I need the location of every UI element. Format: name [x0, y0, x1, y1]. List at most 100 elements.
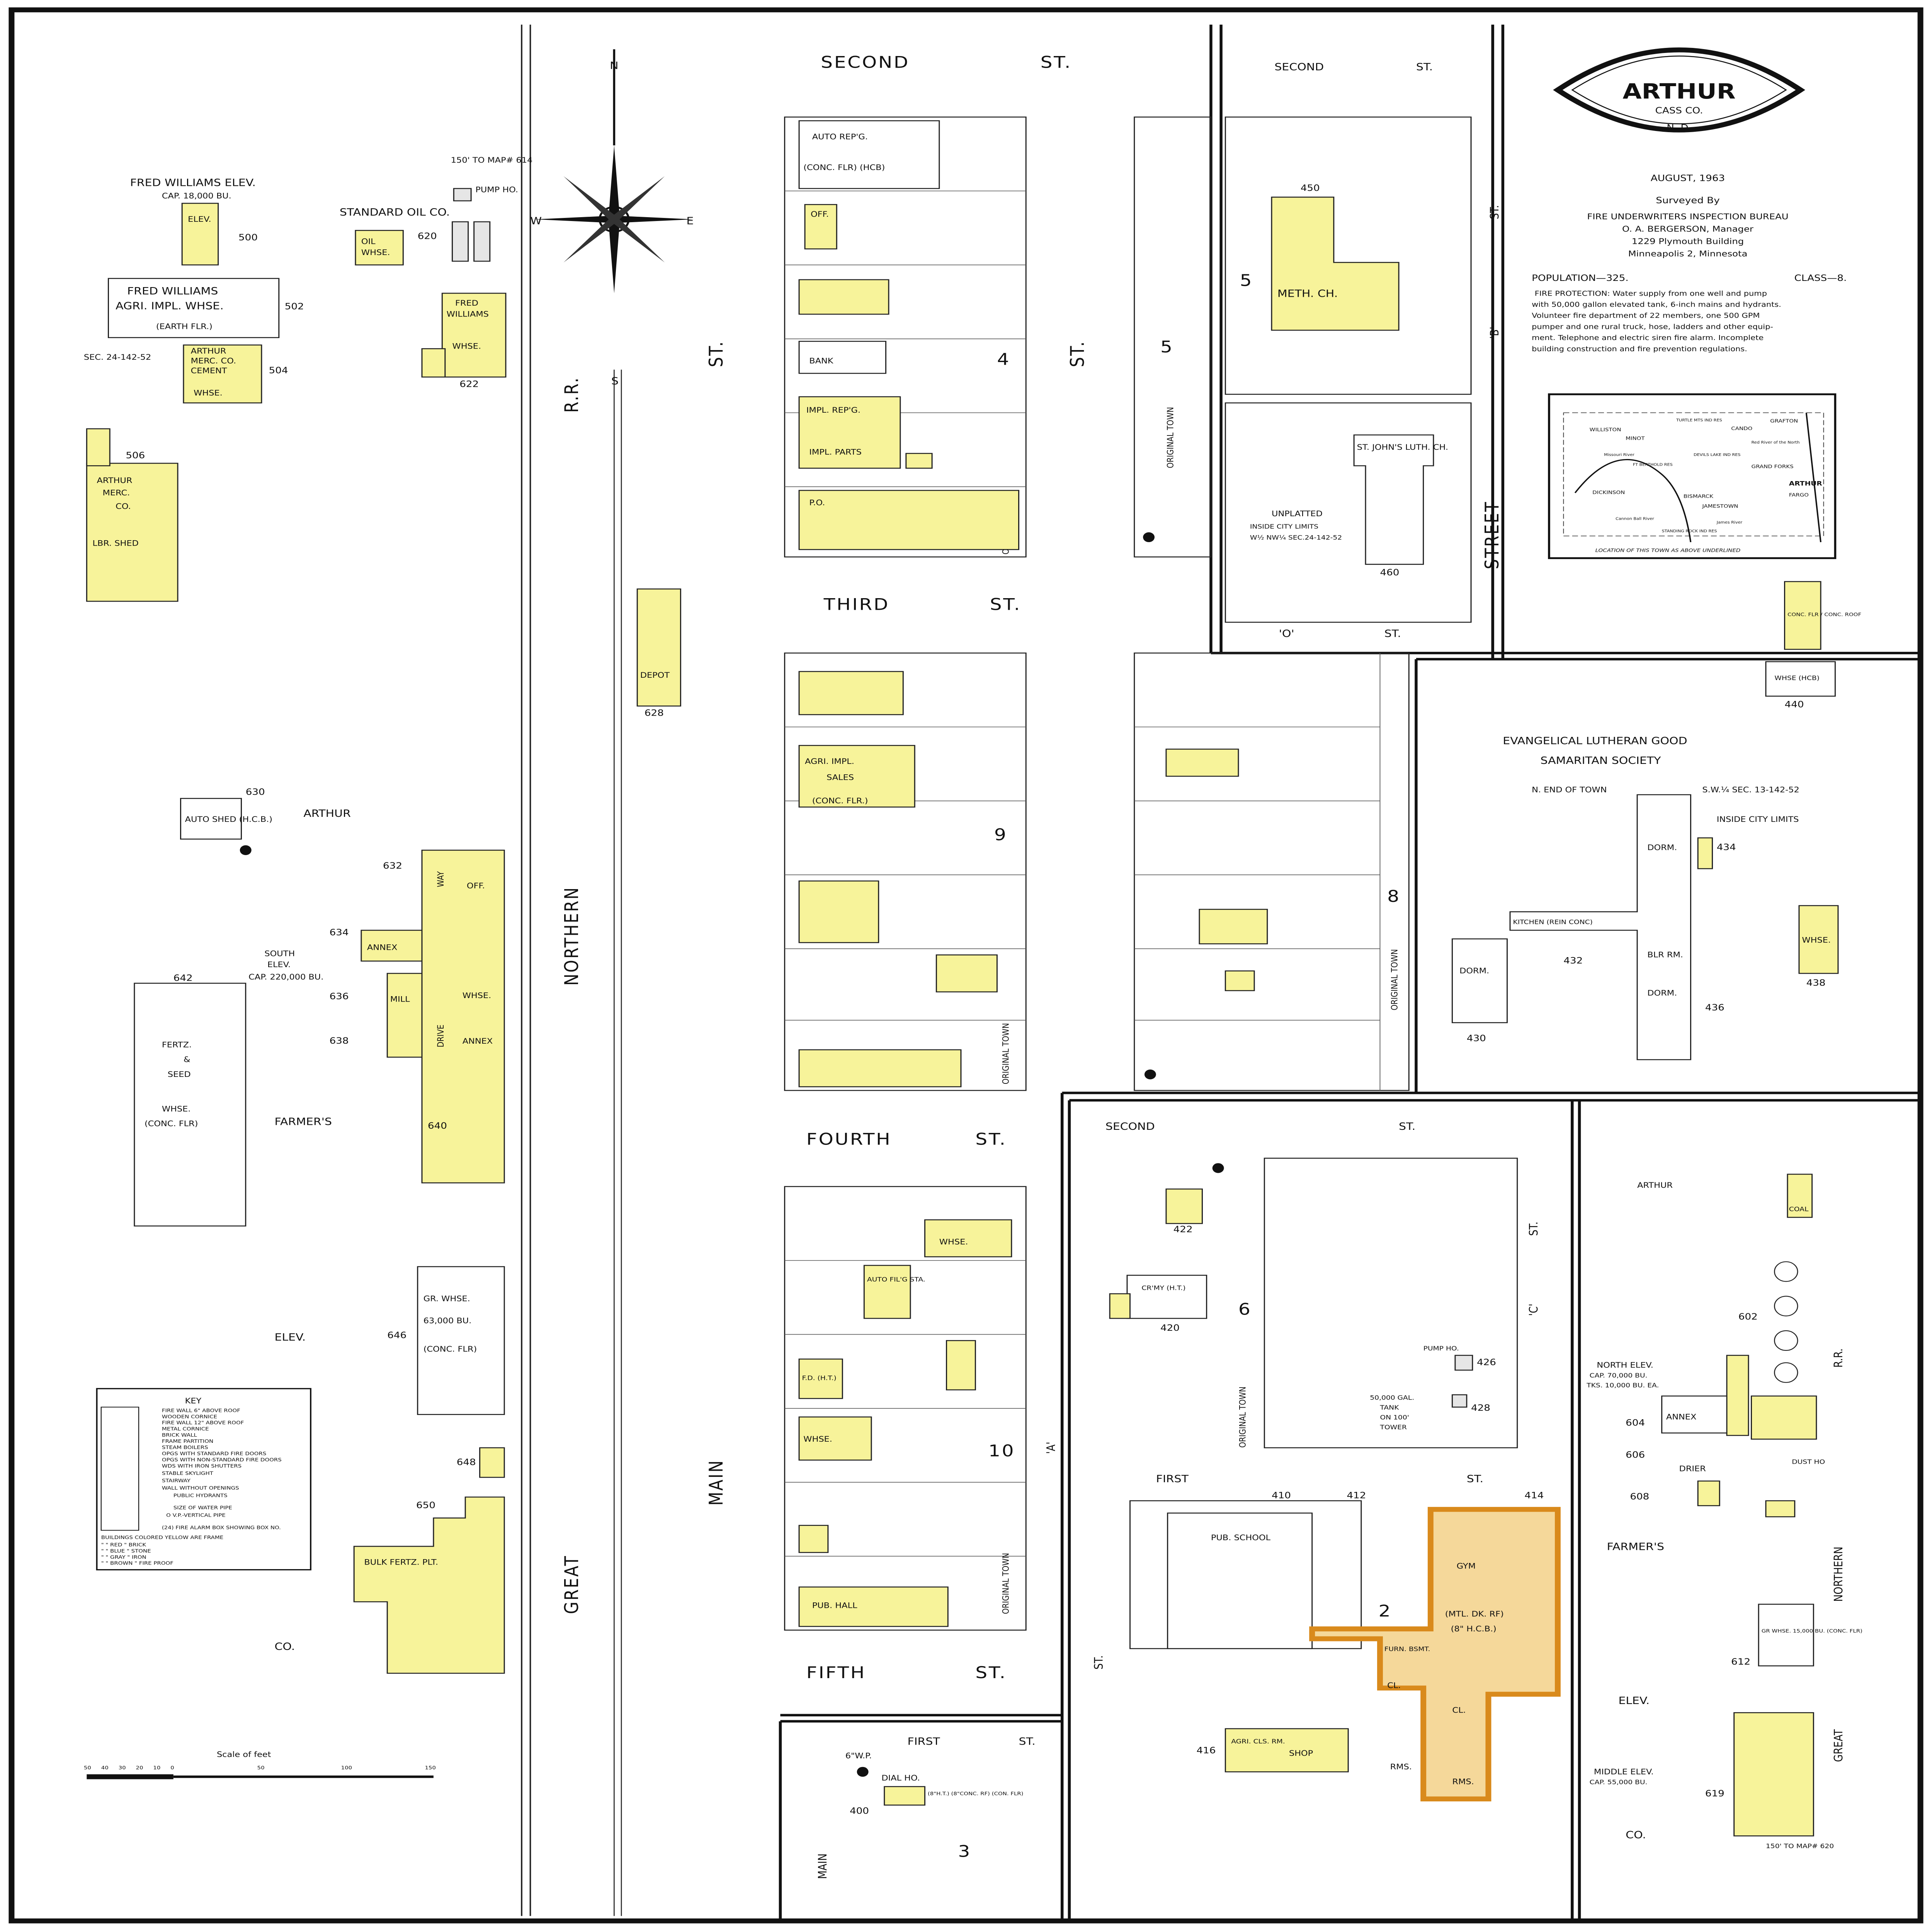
building-whse [1765, 1500, 1796, 1517]
label: WAY [436, 871, 446, 887]
compass-s: S [611, 375, 619, 387]
street-suffix: ST. [990, 595, 1021, 614]
label: BLR RM. [1647, 951, 1683, 959]
rr-label-east: R.R. [1832, 1349, 1845, 1368]
street-main-south: MAIN [816, 1854, 830, 1879]
house-number: 634 [330, 927, 349, 937]
title-block: ARTHUR CASS CO. N. D. AUGUST, 1963 Surve… [1532, 47, 1847, 353]
inset-city: JAMESTOWN [1702, 503, 1738, 509]
building-oil-whse [355, 230, 404, 265]
pump-house [453, 188, 472, 202]
inset-city: BISMARCK [1684, 493, 1714, 499]
inset-city: MINOT [1626, 435, 1645, 441]
house-number: 638 [330, 1036, 349, 1046]
label: ARTHUR [97, 476, 133, 485]
house-number: 416 [1196, 1745, 1216, 1756]
house-number: 434 [1717, 842, 1736, 852]
inset-city: GRAFTON [1770, 418, 1798, 424]
rr-label: R.R. [561, 377, 583, 413]
label: GR WHSE. 15,000 BU. (CONC. FLR) [1762, 1628, 1862, 1634]
inset-feature: Missouri River [1604, 453, 1634, 457]
key-item: METAL CORNICE [162, 1426, 209, 1432]
building-elevator-tank [1726, 1355, 1749, 1436]
label: SEED [168, 1070, 191, 1079]
compass-e: E [686, 215, 694, 226]
fire-protection-text: pumper and one rural truck, hose, ladder… [1532, 323, 1773, 331]
label: DORM. [1459, 967, 1489, 975]
building-office [804, 204, 837, 250]
street-suffix: ST. [1467, 1473, 1483, 1485]
label: ANNEX [367, 943, 397, 952]
label: N. END OF TOWN [1532, 786, 1607, 794]
building-bank [798, 341, 886, 374]
key-item: FIRE WALL 12" ABOVE ROOF [162, 1420, 244, 1426]
address: 1229 Plymouth Building [1632, 237, 1744, 246]
house-number: 650 [416, 1500, 435, 1510]
house-number: 438 [1806, 978, 1826, 988]
house-number: 504 [269, 365, 288, 376]
building-whse-hcb [1765, 661, 1836, 697]
water-pipe-label: 6"W.P. [845, 1752, 872, 1760]
fire-protection-text: building construction and fire preventio… [1532, 345, 1747, 353]
house-number: 410 [1272, 1490, 1291, 1500]
label: DEPOT [640, 671, 670, 679]
northern-label: NORTHERN [561, 886, 583, 986]
house-number: 628 [645, 708, 664, 718]
compass-w: W [530, 215, 542, 226]
label: FRED [455, 299, 478, 307]
label: MIDDLE ELEV. [1594, 1767, 1654, 1776]
label: CONC. FLR / CONC. ROOF [1787, 612, 1861, 617]
label: DUST HO [1792, 1459, 1825, 1466]
label: FARMER'S [1607, 1541, 1664, 1553]
building-pub-hall [798, 1586, 949, 1627]
street-a: 'A' [1044, 1442, 1058, 1454]
label: FURN. BSMT. [1384, 1646, 1430, 1653]
block-number: 2 [1379, 1602, 1392, 1621]
key-item: WALL WITHOUT OPENINGS [162, 1485, 239, 1491]
block-number: 3 [958, 1842, 971, 1861]
label: ANNEX [463, 1037, 493, 1045]
label: AGRI. CLS. RM. [1231, 1738, 1285, 1745]
label: (CONC. FLR) [423, 1345, 477, 1354]
label: BULK FERTZ. PLT. [364, 1558, 438, 1566]
label: WHSE. [452, 342, 481, 350]
key-color: BUILDINGS COLORED YELLOW ARE FRAME [101, 1535, 223, 1541]
building-fw-agri-whse [107, 278, 280, 338]
label: TOWER [1379, 1424, 1406, 1431]
inset-feature: TURTLE MTS IND RES [1676, 418, 1722, 422]
label: ARTHUR [1637, 1181, 1673, 1190]
building-agri-shop [1225, 1728, 1349, 1772]
block-9 [784, 652, 1027, 1091]
key-item: SIZE OF WATER PIPE [173, 1505, 232, 1511]
state: N. D. [1667, 122, 1692, 133]
label: AUTO SHED (H.C.B.) [185, 815, 272, 823]
fire-protection-text: with 50,000 gallon elevated tank, 6-inch… [1532, 300, 1781, 308]
building-good-samaritan-home [1509, 794, 1691, 1060]
house-number: 604 [1626, 1417, 1645, 1428]
hydrant-icon [1144, 1069, 1156, 1080]
hydrant-icon [857, 1767, 869, 1777]
house-number: 636 [330, 991, 349, 1002]
label: 150' TO MAP# 620 [1766, 1843, 1834, 1850]
house-number: 622 [459, 379, 479, 389]
house-number: 506 [126, 450, 145, 461]
street-first-sw: FIRST [908, 1735, 940, 1747]
hydrant-icon [1143, 532, 1155, 543]
street-suffix: ST. [1399, 1121, 1415, 1132]
town-title: ARTHUR [1622, 79, 1735, 104]
water-tower [1451, 1394, 1468, 1408]
label: RMS. [1452, 1777, 1474, 1786]
key-item: BRICK WALL [162, 1432, 197, 1438]
label: WILLIAMS [447, 310, 489, 318]
key-item: O V.P.-VERTICAL PIPE [166, 1512, 226, 1518]
label: WHSE. [194, 389, 223, 397]
key-item: FRAME PARTITION [162, 1439, 213, 1444]
house-number: 420 [1160, 1323, 1180, 1333]
label: PUMP HO. [475, 185, 518, 194]
street-suffix: ST. [705, 340, 727, 367]
house-number: 400 [850, 1806, 869, 1816]
compass-rose-icon: N S E W [530, 60, 694, 387]
street-suffix: ST. [975, 1663, 1007, 1682]
label: AGRI. IMPL. WHSE. [116, 300, 224, 312]
